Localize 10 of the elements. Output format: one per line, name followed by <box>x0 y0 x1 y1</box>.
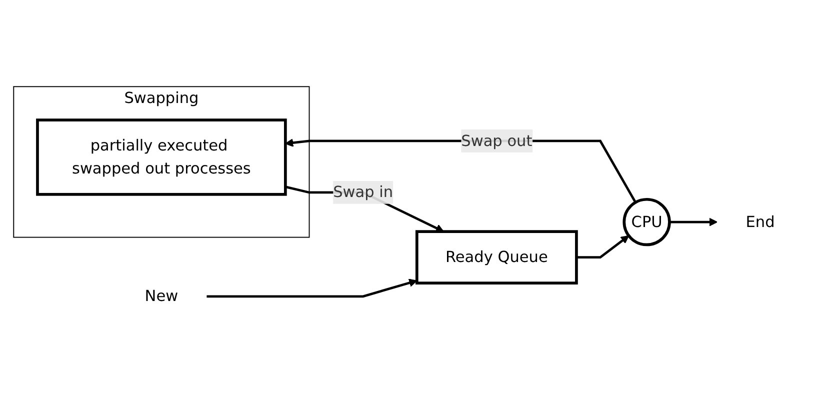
edge-label: Swap in <box>333 182 394 201</box>
arrow <box>669 217 718 226</box>
node-text: New <box>144 286 178 305</box>
node-circle: CPU <box>622 198 671 246</box>
arrow <box>206 278 418 298</box>
arrow <box>576 234 630 258</box>
node-box: partially executed swapped out processes <box>36 118 287 196</box>
node-box: Ready Queue <box>415 230 578 284</box>
node-text: End <box>746 212 775 230</box>
edge-label: Swap out <box>461 131 532 150</box>
